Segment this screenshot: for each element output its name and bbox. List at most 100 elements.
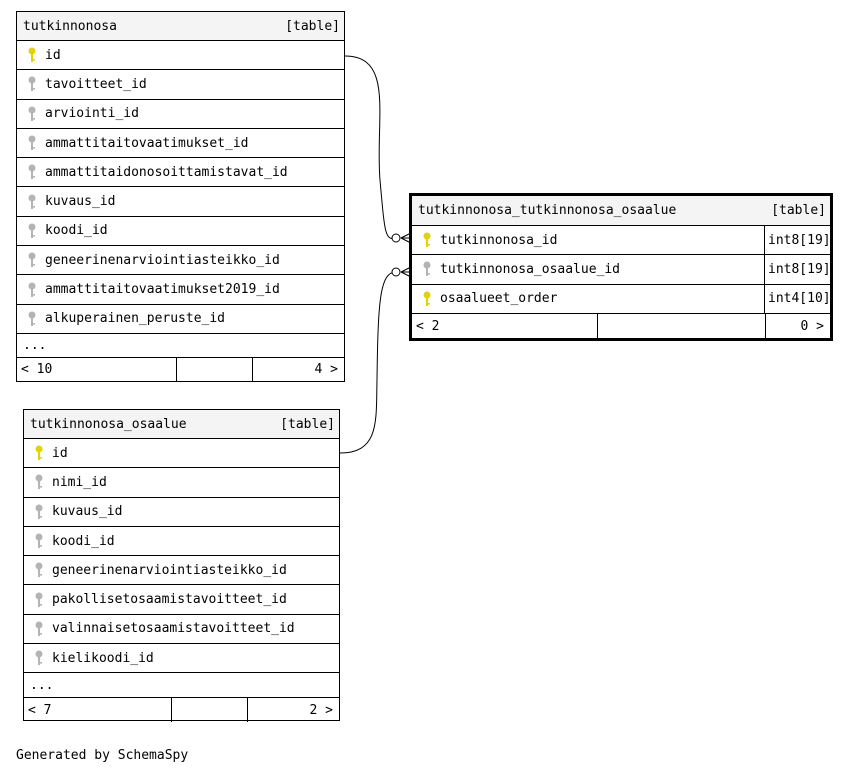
column-name-cell: arviointi_id (17, 100, 344, 128)
column-name: arviointi_id (45, 106, 139, 122)
footer-spacer (177, 357, 253, 382)
table-kind: [table] (285, 18, 340, 34)
column-name-cell: id (24, 439, 339, 467)
column-name-cell: kielikoodi_id (24, 644, 339, 672)
column-name-cell: kuvaus_id (24, 498, 339, 526)
table-kind: [table] (280, 416, 335, 432)
column-row[interactable]: koodi_id (24, 527, 339, 557)
column-row[interactable]: geneerinenarviointiasteikko_id (17, 246, 344, 276)
primary-key-icon (418, 291, 436, 307)
column-name: kuvaus_id (52, 504, 123, 520)
column-name: tutkinnonosa_osaalue_id (440, 261, 621, 277)
column-name-cell: koodi_id (17, 217, 344, 245)
column-name: koodi_id (52, 533, 115, 549)
children-count[interactable]: < 7 (24, 698, 172, 723)
column-row[interactable]: kuvaus_id (24, 498, 339, 527)
foreign-key-icon (30, 533, 48, 549)
parents-count[interactable]: 2 > (309, 702, 333, 718)
foreign-key-icon (23, 282, 41, 298)
column-name-cell: valinnaisetosaamistavoitteet_id (24, 615, 339, 643)
column-row[interactable]: tutkinnonosa_osaalue_id int8[19] (412, 255, 831, 285)
column-row[interactable]: tutkinnonosa_id int8[19] (412, 226, 831, 256)
column-row[interactable]: tavoitteet_id (17, 70, 344, 100)
primary-key-icon (30, 445, 48, 461)
column-name-cell: geneerinenarviointiasteikko_id (17, 246, 344, 274)
parents-count[interactable]: 0 > (800, 318, 824, 334)
column-name-cell: pakollisetosaamistavoitteet_id (24, 585, 339, 613)
column-name-cell: ammattitaitovaatimukset2019_id (17, 275, 344, 303)
column-row[interactable]: pakollisetosaamistavoitteet_id (24, 585, 339, 615)
more-columns-ellipsis: ... (24, 673, 339, 699)
column-list: id nimi_id kuvaus_id koodi_id geneerinenarvi… (24, 439, 339, 674)
foreign-key-icon (23, 76, 41, 92)
relation-tutkinnonosa-optional-marker (391, 233, 401, 243)
foreign-key-icon (418, 261, 436, 277)
column-name: tavoitteet_id (45, 76, 147, 92)
column-name: nimi_id (52, 474, 107, 490)
column-row[interactable]: osaalueet_order int4[10] (412, 284, 831, 314)
foreign-key-icon (30, 592, 48, 608)
relation-osaalue-link (339, 271, 397, 454)
column-name: kielikoodi_id (52, 650, 154, 666)
table-header: tutkinnonosa_osaalue [table] (24, 410, 339, 439)
column-row[interactable]: ammattitaidonosoittamistavat_id (17, 158, 344, 188)
column-row[interactable]: ammattitaitovaatimukset_id (17, 129, 344, 159)
column-type: int4[10] (764, 284, 831, 313)
footer-spacer (172, 698, 248, 723)
column-row[interactable]: id (24, 439, 339, 469)
column-row[interactable]: arviointi_id (17, 100, 344, 129)
column-name: tutkinnonosa_id (440, 232, 558, 248)
table-footer: < 7 2 > (24, 698, 339, 723)
column-row[interactable]: ammattitaitovaatimukset2019_id (17, 275, 344, 305)
column-name-cell: ammattitaitovaatimukset_id (17, 129, 344, 157)
table-name: tutkinnonosa_osaalue (30, 416, 187, 432)
column-name: ammattitaidonosoittamistavat_id (45, 164, 288, 180)
column-name-cell: tutkinnonosa_osaalue_id (412, 255, 764, 283)
column-row[interactable]: id (17, 41, 344, 71)
column-name: osaalueet_order (440, 291, 558, 307)
foreign-key-icon (23, 135, 41, 151)
column-row[interactable]: nimi_id (24, 468, 339, 498)
column-row[interactable]: valinnaisetosaamistavoitteet_id (24, 615, 339, 645)
column-name-cell: osaalueet_order (412, 285, 764, 313)
column-name-cell: koodi_id (24, 527, 339, 555)
foreign-key-icon (30, 650, 48, 666)
column-row[interactable]: kuvaus_id (17, 187, 344, 217)
column-name: id (45, 47, 61, 63)
column-row[interactable]: alkuperainen_peruste_id (17, 305, 344, 334)
column-row[interactable]: geneerinenarviointiasteikko_id (24, 556, 339, 586)
foreign-key-icon (23, 223, 41, 239)
foreign-key-icon (23, 164, 41, 180)
column-row[interactable]: kielikoodi_id (24, 644, 339, 674)
column-row[interactable]: koodi_id (17, 217, 344, 247)
footer-spacer (598, 313, 766, 339)
table-name: tutkinnonosa (23, 18, 117, 34)
children-count[interactable]: < 10 (17, 357, 177, 382)
more-columns-ellipsis: ... (17, 334, 344, 358)
column-name-cell: nimi_id (24, 468, 339, 496)
foreign-key-icon (30, 621, 48, 637)
table-name: tutkinnonosa_tutkinnonosa_osaalue (418, 203, 677, 218)
relation-osaalue-optional-marker (391, 267, 401, 277)
column-name-cell: kuvaus_id (17, 187, 344, 215)
foreign-key-icon (23, 106, 41, 122)
column-name: pakollisetosaamistavoitteet_id (52, 592, 287, 608)
table-footer: < 2 0 > (412, 313, 830, 339)
parents-count[interactable]: 4 > (314, 362, 338, 378)
column-name-cell: tavoitteet_id (17, 70, 344, 98)
column-type: int8[19] (764, 255, 831, 284)
column-name-cell: geneerinenarviointiasteikko_id (24, 556, 339, 584)
foreign-key-icon (23, 252, 41, 268)
primary-key-icon (23, 47, 41, 63)
column-name-cell: ammattitaidonosoittamistavat_id (17, 158, 344, 186)
column-type: int8[19] (764, 226, 831, 255)
column-name: valinnaisetosaamistavoitteet_id (52, 621, 295, 637)
column-name-cell: id (17, 41, 344, 69)
children-count[interactable]: < 2 (412, 313, 598, 339)
column-name: ammattitaitovaatimukset_id (45, 135, 249, 151)
column-list: id tavoitteet_id arviointi_id ammattitaitov… (17, 41, 344, 334)
table-tutkinnonosa-tutkinnonosa-osaalue[interactable]: tutkinnonosa_tutkinnonosa_osaalue [table… (409, 193, 833, 341)
